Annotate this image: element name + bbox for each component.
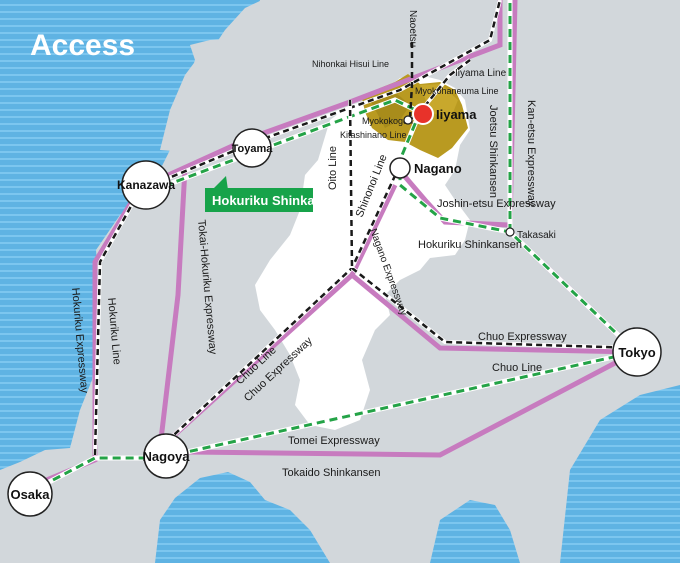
- label-chuo-line-right: Chuo Line: [492, 362, 542, 374]
- label-hokuriku-line: Hokuriku Line: [105, 297, 123, 365]
- label-osaka: Osaka: [10, 487, 50, 502]
- label-joshinetsu-expressway: Joshin-etsu Expressway: [437, 198, 556, 210]
- city-kanazawa[interactable]: Kanazawa: [117, 160, 175, 210]
- label-hokuriku-shinkansen-east: Hokuriku Shinkansen: [418, 239, 522, 251]
- route-iiyama-line: [409, 59, 471, 121]
- label-kanetsu-expressway: Kan-etsu Expressway: [525, 100, 537, 207]
- city-markers: Kanazawa Toyama Nagoya Osaka Tokyo Nagan…: [7, 103, 662, 517]
- city-osaka[interactable]: Osaka: [7, 471, 53, 517]
- label-myokohaneuma-line: Myokohaneuma Line: [415, 86, 499, 96]
- label-nagoya: Nagoya: [143, 449, 191, 464]
- bay-tokyo: [560, 385, 680, 563]
- route-nagano-expressway: [349, 183, 398, 277]
- route-tokai-hokuriku-expressway: [157, 167, 188, 449]
- label-takasaki: Takasaki: [517, 230, 556, 241]
- route-myokohaneuma-line: [408, 40, 414, 119]
- label-tomei-expressway: Tomei Expressway: [288, 435, 380, 447]
- label-joshinetsu-text: Joshin-etsu Expressway: [437, 198, 556, 210]
- label-toyama: Toyama: [232, 143, 274, 155]
- label-iiyama-line: Iiyama Line: [455, 68, 507, 79]
- label-naoetsu: Naoetsu: [407, 10, 418, 47]
- city-iiyama[interactable]: Iiyama: [412, 103, 477, 125]
- page-title: Access: [30, 29, 135, 62]
- city-nagoya[interactable]: Nagoya: [143, 433, 191, 479]
- city-myokokogen[interactable]: [403, 115, 413, 125]
- label-kitashinano-line: Kitashinano Line: [340, 130, 407, 140]
- label-tokyo: Tokyo: [618, 345, 655, 360]
- label-myokokogen: Myokokogen: [362, 116, 413, 126]
- bay-ise: [155, 472, 330, 563]
- label-nihonkai-hisui-line: Nihonkai Hisui Line: [312, 59, 389, 69]
- label-iiyama: Iiyama: [436, 107, 477, 122]
- city-tokyo[interactable]: Tokyo: [612, 327, 662, 377]
- label-nagano: Nagano: [414, 161, 462, 176]
- city-toyama[interactable]: Toyama: [232, 128, 274, 168]
- banner-text: Hokuriku Shinkansen: [212, 193, 345, 208]
- highlight-shade-2: [420, 84, 458, 120]
- label-joetsu-shinkansen: Joetsu Shinkansen: [487, 105, 499, 198]
- lake-biwa: [40, 372, 72, 448]
- label-tokaido-shinkansen: Tokaido Shinkansen: [282, 467, 380, 479]
- bay-suruga: [430, 500, 520, 563]
- city-takasaki[interactable]: [505, 227, 515, 237]
- city-nagano[interactable]: Nagano: [389, 157, 462, 179]
- route-chuo-expressway-right: [350, 273, 637, 355]
- land-noto: [160, 0, 270, 152]
- label-kanazawa: Kanazawa: [117, 178, 175, 192]
- label-chuo-expressway-right: Chuo Expressway: [478, 331, 567, 343]
- route-oito-line: [348, 99, 354, 269]
- label-oito-line: Oito Line: [327, 146, 339, 190]
- route-tokaido-shinkansen: [29, 350, 637, 494]
- hokuriku-banner: Hokuriku Shinkansen: [205, 176, 345, 212]
